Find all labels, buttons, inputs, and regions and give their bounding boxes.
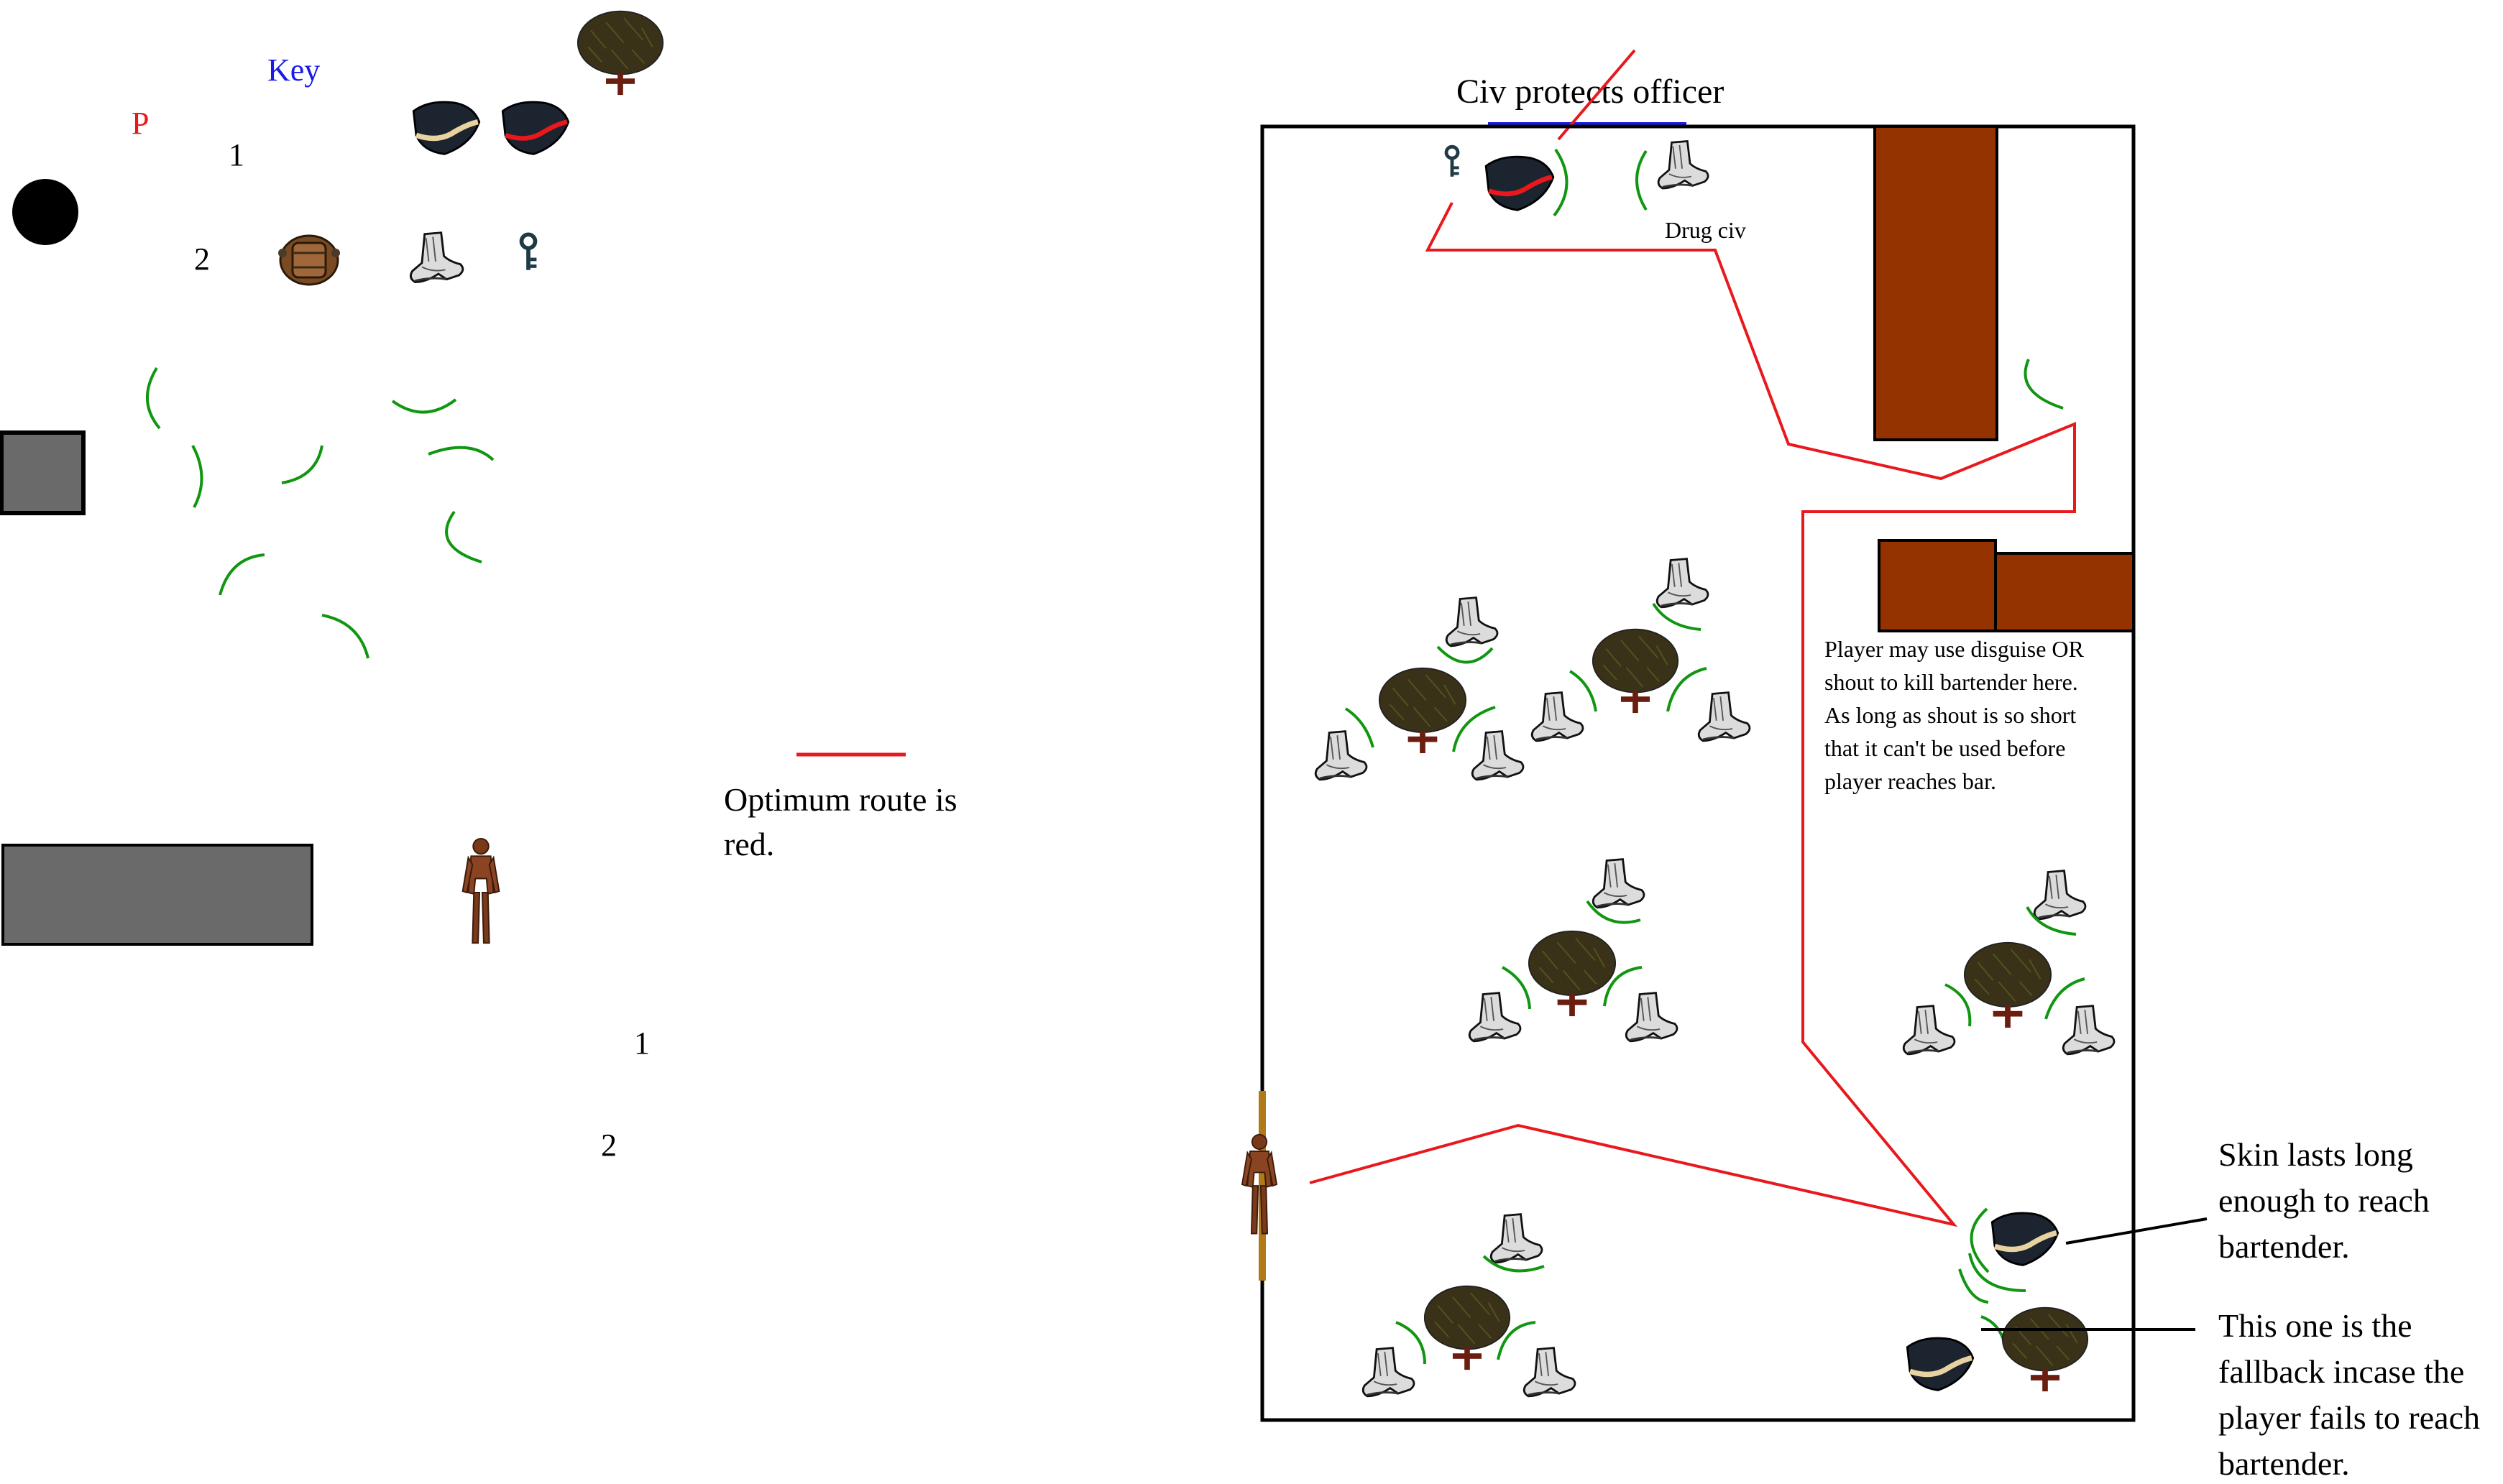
table-group bbox=[1361, 1213, 1576, 1398]
table-icon bbox=[1423, 1285, 1511, 1371]
skin-note-line: Skin lasts long bbox=[2218, 1136, 2413, 1173]
skin-note-line: bartender. bbox=[2218, 1228, 2350, 1265]
route-legend-text-1: Optimum route is bbox=[724, 781, 957, 818]
officer-hat-icon bbox=[1907, 1338, 1972, 1390]
legend: Key P 1 2 Optimum route is red. 1 2 bbox=[0, 10, 957, 1163]
bar-note-line: As long as shout is so short bbox=[1824, 702, 2076, 728]
table-icon bbox=[577, 10, 664, 96]
crossed-out-mark bbox=[1557, 49, 1636, 141]
bar-counter-right bbox=[1994, 552, 2135, 632]
civilian-icon bbox=[1655, 558, 1709, 609]
optimum-route bbox=[1309, 202, 2076, 1227]
room-boundary bbox=[1260, 124, 2136, 1422]
bar-note-line: shout to kill bartender here. bbox=[1824, 669, 2078, 695]
legend-row-2-number: 2 bbox=[194, 241, 210, 277]
civilian-icon bbox=[1592, 858, 1645, 909]
key-title: Key bbox=[267, 52, 320, 88]
civilian-icon bbox=[1697, 691, 1751, 742]
skin-note-line: enough to reach bbox=[2218, 1182, 2430, 1219]
vision-cone bbox=[1553, 148, 1648, 217]
skin-note: Skin lasts long enough to reach bartende… bbox=[2218, 1136, 2430, 1265]
bar-note-line: Player may use disguise OR bbox=[1824, 636, 2085, 662]
table-icon bbox=[1963, 941, 2052, 1029]
vision-cone-samples bbox=[146, 367, 495, 659]
fallback-note-line: bartender. bbox=[2218, 1445, 2350, 1482]
fallback-note: This one is the fallback incase the play… bbox=[2218, 1307, 2480, 1482]
officer-hat-icon bbox=[413, 102, 479, 154]
bar-counter-left bbox=[1878, 539, 1997, 632]
civilian-icon bbox=[1361, 1347, 1415, 1398]
bartender-hat-icon bbox=[1992, 1213, 2057, 1265]
key-icon bbox=[522, 234, 537, 269]
bartender-group bbox=[1907, 1207, 2089, 1393]
bar-note: Player may use disguise OR shout to kill… bbox=[1824, 636, 2085, 794]
route-legend-text-2: red. bbox=[724, 826, 774, 862]
table-group bbox=[1468, 858, 1678, 1043]
dot-icon bbox=[12, 179, 78, 245]
civilian-icon bbox=[1471, 730, 1525, 781]
civilian-icon bbox=[1657, 140, 1709, 190]
wall-square-icon bbox=[0, 430, 86, 515]
map-title: Civ protects officer bbox=[1456, 73, 1724, 111]
civilian-icon bbox=[2062, 1005, 2116, 1056]
wall-block-icon bbox=[1, 844, 313, 946]
fallback-note-line: This one is the bbox=[2218, 1307, 2412, 1344]
table-group bbox=[1530, 558, 1751, 742]
legend-row-1-number: 1 bbox=[229, 137, 244, 172]
bar-note-line: that it can't be used before bbox=[1824, 735, 2065, 761]
civilian-icon bbox=[409, 231, 464, 284]
bartender-hat-icon bbox=[502, 102, 568, 154]
skin-note-pointer bbox=[2065, 1217, 2208, 1245]
bottom-number-2: 2 bbox=[601, 1128, 617, 1163]
drug-civ-label: Drug civ bbox=[1665, 217, 1746, 243]
civilian-icon bbox=[1445, 596, 1499, 647]
p-label: P bbox=[132, 106, 149, 141]
bar-note-line: player reaches bar. bbox=[1824, 768, 1996, 794]
officer-hat-icon bbox=[1486, 157, 1553, 210]
barrel-icon bbox=[277, 234, 341, 286]
civilian-icon bbox=[1489, 1213, 1543, 1264]
civilian-icon bbox=[1314, 730, 1368, 781]
table-group bbox=[1314, 596, 1525, 781]
player-icon bbox=[461, 837, 500, 944]
fallback-note-line: fallback incase the bbox=[2218, 1353, 2464, 1390]
key-icon bbox=[1446, 147, 1459, 177]
bar-counter-vertical bbox=[1873, 125, 1998, 441]
table-icon bbox=[2001, 1306, 2089, 1393]
civilian-icon bbox=[1625, 992, 1678, 1043]
table-icon bbox=[1592, 628, 1679, 714]
civilian-icon bbox=[2033, 870, 2087, 921]
tavern-map: Civ protects officer Drug civ Player may… bbox=[1241, 49, 2208, 1422]
civilian-icon bbox=[1530, 691, 1584, 742]
table-group bbox=[1902, 870, 2116, 1056]
table-icon bbox=[1528, 930, 1617, 1018]
bottom-number-1: 1 bbox=[634, 1026, 650, 1061]
civilian-icon bbox=[1468, 992, 1522, 1043]
fallback-note-line: player fails to reach bbox=[2218, 1399, 2480, 1436]
civilian-icon bbox=[1902, 1005, 1956, 1056]
vision-cone bbox=[2024, 359, 2064, 410]
table-icon bbox=[1378, 667, 1467, 755]
civilian-icon bbox=[1523, 1347, 1576, 1398]
